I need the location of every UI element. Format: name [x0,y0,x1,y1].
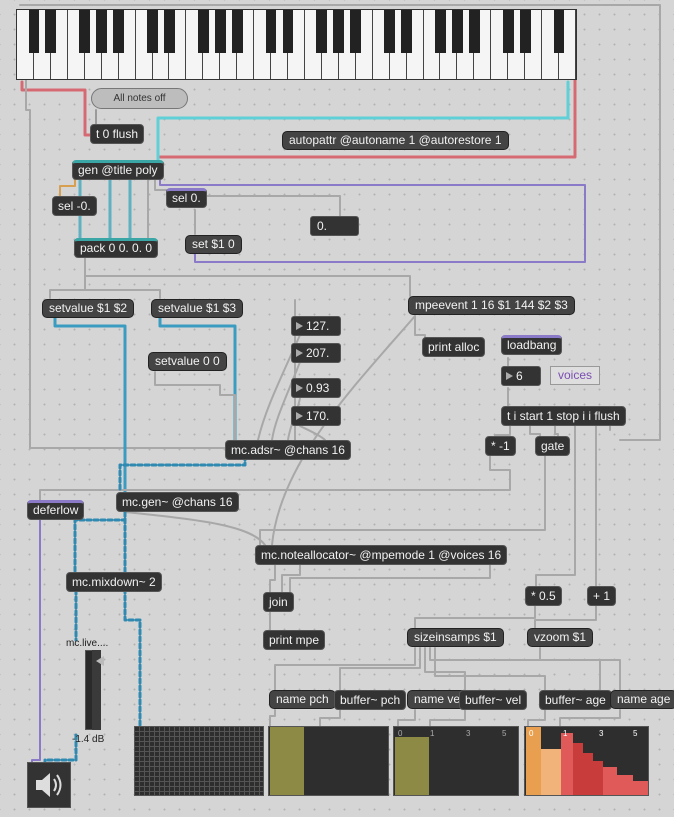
buffer-pch-object[interactable]: buffer~ pch [334,690,407,710]
set-message[interactable]: set $1 0 [185,235,242,254]
mc-live-comment: mc.live.... [66,638,109,649]
black-key[interactable] [384,10,396,53]
attack-number-box[interactable]: 127. [291,316,341,336]
white-key[interactable] [119,10,136,79]
vel-tick-3: 3 [466,729,471,738]
decay-number-box[interactable]: 207. [291,343,341,363]
release-number-box[interactable]: 170. [291,406,341,426]
pch-multislider[interactable] [268,726,389,796]
buffer-vel-object[interactable]: buffer~ vel [459,690,528,710]
age-multislider[interactable]: 0 1 3 5 [524,726,649,796]
vel-multislider[interactable]: 0 1 3 5 [393,726,519,796]
autopattr-object[interactable]: autopattr @autoname 1 @autorestore 1 [282,131,509,150]
print-alloc-object[interactable]: print alloc [422,337,486,357]
setvalue-3-message[interactable]: setvalue $1 $3 [151,299,244,318]
vel-tick-5: 5 [502,729,507,738]
vel-tick-0: 0 [398,729,403,738]
print-mpe-object[interactable]: print mpe [263,630,326,650]
name-age-message[interactable]: name age [610,690,674,709]
white-key[interactable] [51,10,68,79]
setvalue-2-message[interactable]: setvalue $1 $2 [42,299,135,318]
white-key[interactable] [474,10,492,79]
all-notes-off-button[interactable]: All notes off [91,88,188,109]
join-object[interactable]: join [263,592,294,612]
black-key[interactable] [316,10,328,53]
multiply-neg-one-object[interactable]: * -1 [485,436,516,456]
mc-noteallocator-object[interactable]: mc.noteallocator~ @mpemode 1 @voices 16 [255,545,508,565]
white-key[interactable] [237,10,255,79]
black-key[interactable] [28,10,40,53]
age-tick-5: 5 [633,729,638,738]
black-key[interactable] [519,10,531,53]
vzoom-message[interactable]: vzoom $1 [527,628,594,647]
black-key[interactable] [147,10,158,53]
mc-gen-object[interactable]: mc.gen~ @chans 16 [116,492,239,512]
age-tick-1: 1 [563,729,568,738]
black-key[interactable] [113,10,125,53]
kslider-keyboard[interactable] [16,9,577,80]
black-key[interactable] [79,10,91,53]
gain-handle-icon[interactable] [96,656,104,666]
gen-poly-object[interactable]: gen @title poly [72,160,164,180]
white-key[interactable] [407,10,424,79]
trigger-flush-object[interactable]: t 0 flush [90,124,145,144]
sel-neg-zero-object[interactable]: sel -0. [52,196,97,216]
mc-mixdown-object[interactable]: mc.mixdown~ 2 [66,572,162,592]
black-key[interactable] [401,10,412,53]
black-key[interactable] [502,10,514,53]
gain-slider[interactable] [92,650,101,730]
black-key[interactable] [553,10,565,53]
black-key[interactable] [45,10,57,53]
trigger-start-stop-object[interactable]: t i start 1 stop i i flush [501,406,626,426]
mc-matrix-scope [134,726,264,796]
black-key[interactable] [96,10,108,53]
black-key[interactable] [452,10,463,53]
voices-comment: voices [550,366,600,385]
black-key[interactable] [468,10,480,53]
black-key[interactable] [164,10,175,53]
gain-db-readout: -1.4 dB [72,734,105,745]
white-key[interactable] [288,10,305,79]
vel-tick-1: 1 [430,729,435,738]
sel-zero-object[interactable]: sel 0. [166,188,207,208]
black-key[interactable] [333,10,345,53]
black-key[interactable] [282,10,294,53]
mpeevent-message[interactable]: mpeevent 1 16 $1 144 $2 $3 [408,296,575,315]
white-key[interactable] [356,10,373,79]
black-key[interactable] [214,10,226,53]
voices-number-box[interactable]: 6 [501,366,541,386]
deferlow-object[interactable]: deferlow [27,500,85,520]
multiply-half-object[interactable]: * 0.5 [525,586,562,606]
black-key[interactable] [231,10,243,53]
mc-adsr-object[interactable]: mc.adsr~ @chans 16 [225,440,351,460]
black-key[interactable] [197,10,209,53]
black-key[interactable] [435,10,446,53]
white-key[interactable] [169,10,187,79]
speaker-icon[interactable] [27,762,71,808]
black-key[interactable] [350,10,362,53]
float-number-box[interactable]: 0. [310,216,359,236]
loadbang-object[interactable]: loadbang [501,335,563,355]
name-pch-message[interactable]: name pch [269,690,336,709]
age-tick-0: 0 [529,729,534,738]
setvalue-zero-message[interactable]: setvalue 0 0 [148,352,227,371]
sizeinsamps-message[interactable]: sizeinsamps $1 [407,628,504,647]
black-key[interactable] [265,10,277,53]
plus-one-object[interactable]: + 1 [587,586,617,606]
white-key[interactable] [559,10,576,79]
pack-object[interactable]: pack 0 0. 0. 0 [74,238,159,258]
age-tick-3: 3 [599,729,604,738]
gate-object[interactable]: gate [535,436,571,456]
sustain-number-box[interactable]: 0.93 [291,378,341,398]
buffer-age-object[interactable]: buffer~ age [539,690,612,710]
white-key[interactable] [525,10,543,79]
